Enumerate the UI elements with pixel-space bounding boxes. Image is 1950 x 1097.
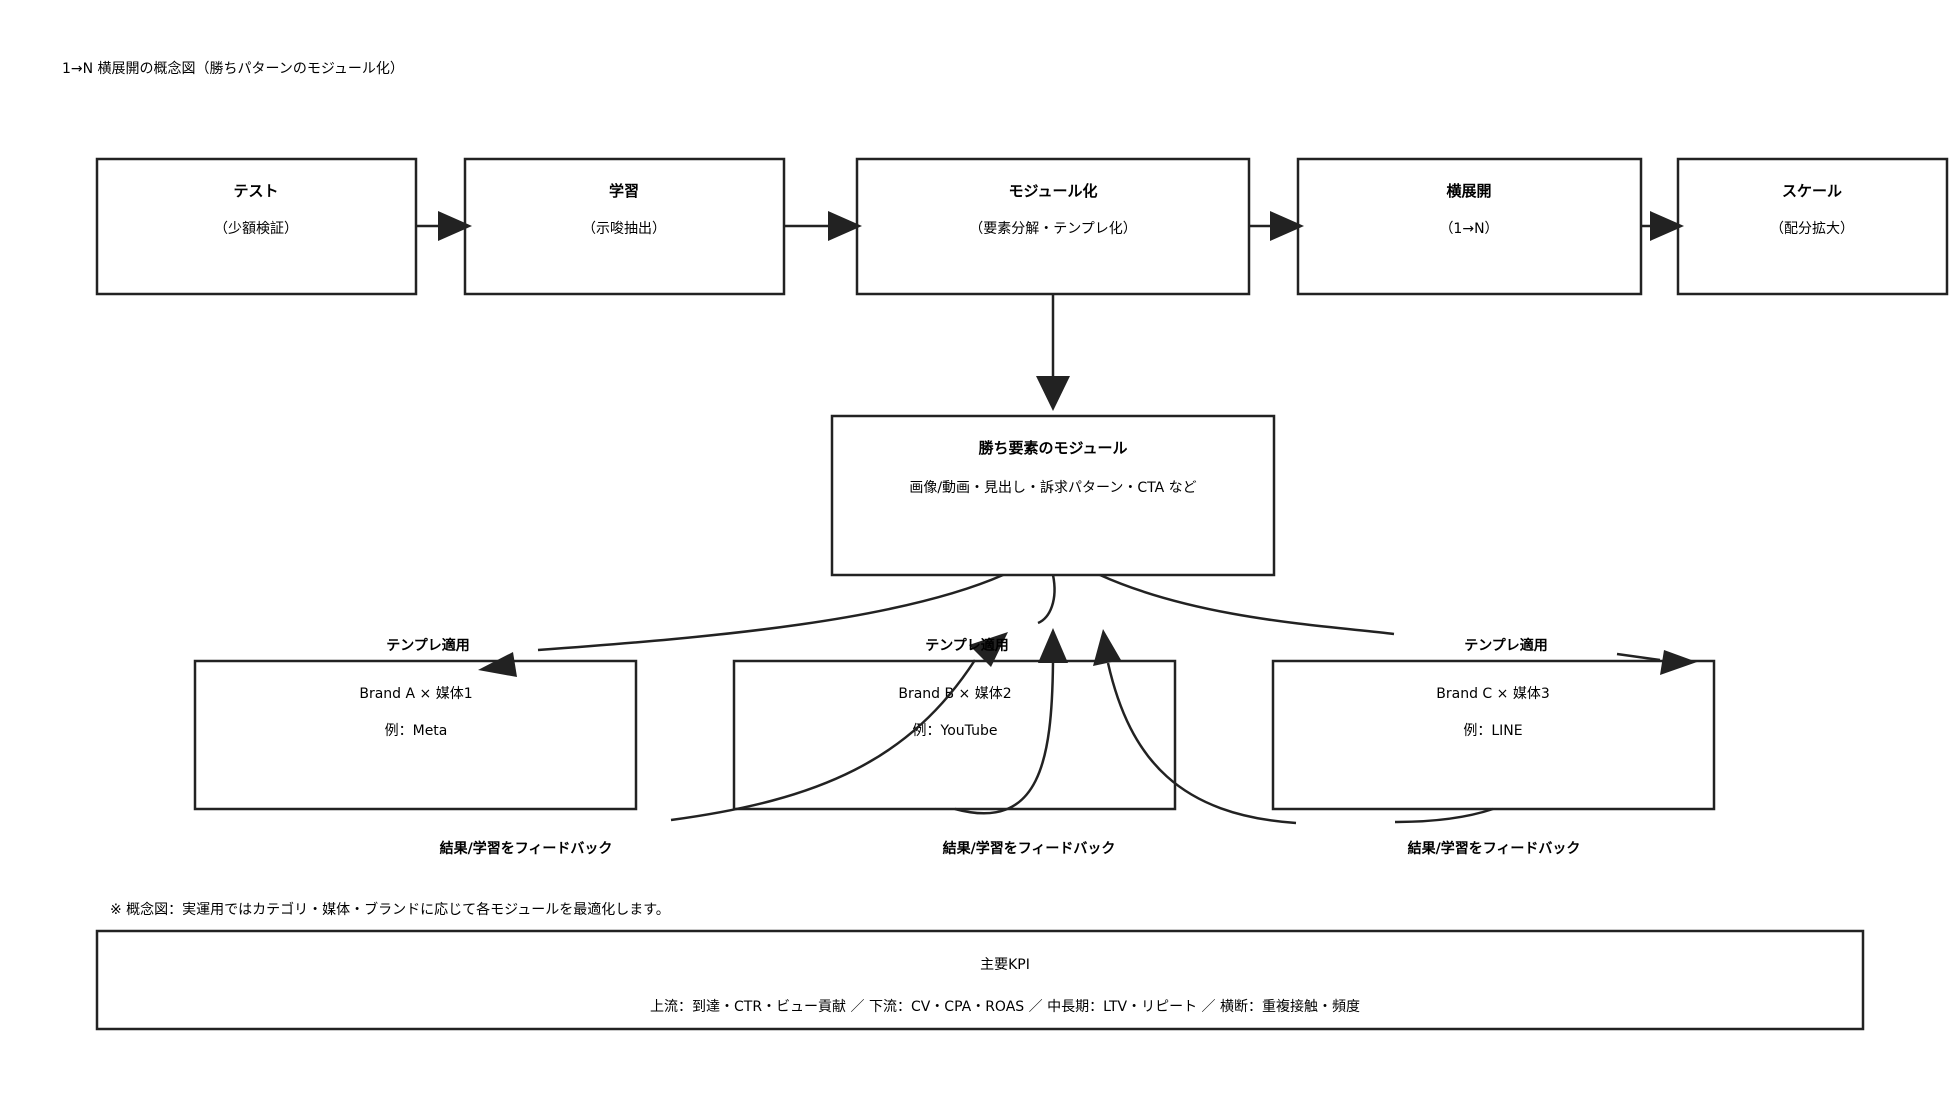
feedback-edge-c: [1093, 629, 1494, 825]
module-title: 勝ち要素のモジュール: [979, 439, 1128, 457]
module-desc: 画像/動画・見出し・訴求パターン・CTA など: [909, 480, 1196, 496]
brand-box-a: Brand A × 媒体1 例：Meta: [193, 659, 638, 811]
concept-note: ※ 概念図：実運用ではカテゴリ・媒体・ブランドに応じて各モジュールを最適化します…: [110, 901, 670, 918]
flow-step-label: スケール: [1782, 182, 1842, 200]
brand-name: Brand A × 媒体1: [359, 686, 472, 702]
flow-step-sub: （示唆抽出）: [582, 221, 666, 237]
module-arrow: [1036, 294, 1070, 411]
brand-example: 例：LINE: [1463, 723, 1522, 739]
feedback-edge-a: [670, 632, 1008, 822]
flow-arrow: [1641, 211, 1684, 241]
flow-box: [95, 157, 418, 296]
brand-rect: [1271, 659, 1716, 811]
feedback-label-a: 結果/学習をフィードバック: [440, 840, 613, 857]
module-rect: [830, 414, 1276, 577]
flow-step-label: テスト: [233, 182, 278, 200]
flow-arrow: [416, 211, 472, 241]
kpi-rect: [95, 929, 1865, 1031]
kpi-title: 主要KPI: [980, 957, 1030, 973]
flow-step-expand: 横展開 （1→N）: [1296, 157, 1643, 296]
apply-edge-b: [1037, 574, 1056, 625]
flow-step-learn: 学習 （示唆抽出）: [463, 157, 786, 296]
module-box: 勝ち要素のモジュール 画像/動画・見出し・訴求パターン・CTA など: [830, 414, 1276, 577]
feedback-label-c: 結果/学習をフィードバック: [1408, 840, 1581, 857]
flow-step-sub: （配分拡大）: [1770, 221, 1854, 237]
flow-step-sub: （1→N）: [1439, 221, 1498, 237]
apply-label-c: テンプレ適用: [1464, 637, 1548, 654]
apply-edge-a: [478, 573, 1004, 677]
flow-step-sub: （要素分解・テンプレ化）: [969, 221, 1137, 237]
flow-step-modularize: モジュール化 （要素分解・テンプレ化）: [855, 157, 1251, 296]
brand-box-c: Brand C × 媒体3 例：LINE: [1271, 659, 1716, 811]
flow-arrow: [1249, 211, 1304, 241]
apply-edge-c: [1099, 573, 1697, 675]
brand-name: Brand B × 媒体2: [898, 686, 1011, 702]
flow-step-label: 横展開: [1446, 182, 1491, 200]
flow-box: [1676, 157, 1949, 296]
apply-label-a: テンプレ適用: [386, 637, 470, 654]
apply-label-b: テンプレ適用: [925, 637, 1009, 654]
flow-box: [855, 157, 1251, 296]
brand-example: 例：YouTube: [913, 723, 998, 739]
flow-step-label: モジュール化: [1009, 182, 1098, 200]
diagram-title: 1→N 横展開の概念図（勝ちパターンのモジュール化）: [62, 60, 404, 77]
flow-step-test: テスト （少額検証）: [95, 157, 418, 296]
kpi-desc: 上流：到達・CTR・ビュー貢献 ／ 下流：CV・CPA・ROAS ／ 中長期：L…: [650, 998, 1360, 1015]
flow-arrow: [784, 211, 862, 241]
flow-step-scale: スケール （配分拡大）: [1676, 157, 1949, 296]
kpi-box: 主要KPI 上流：到達・CTR・ビュー貢献 ／ 下流：CV・CPA・ROAS ／…: [95, 929, 1865, 1031]
brand-box-b: Brand B × 媒体2 例：YouTube: [732, 659, 1177, 811]
brand-example: 例：Meta: [385, 723, 448, 739]
flow-step-label: 学習: [609, 182, 639, 200]
brand-rect: [732, 659, 1177, 811]
flow-step-sub: （少額検証）: [214, 221, 298, 237]
brand-rect: [193, 659, 638, 811]
brand-name: Brand C × 媒体3: [1436, 686, 1549, 702]
feedback-edge-b: [954, 628, 1068, 815]
flow-box: [1296, 157, 1643, 296]
flow-box: [463, 157, 786, 296]
feedback-label-b: 結果/学習をフィードバック: [943, 840, 1116, 857]
